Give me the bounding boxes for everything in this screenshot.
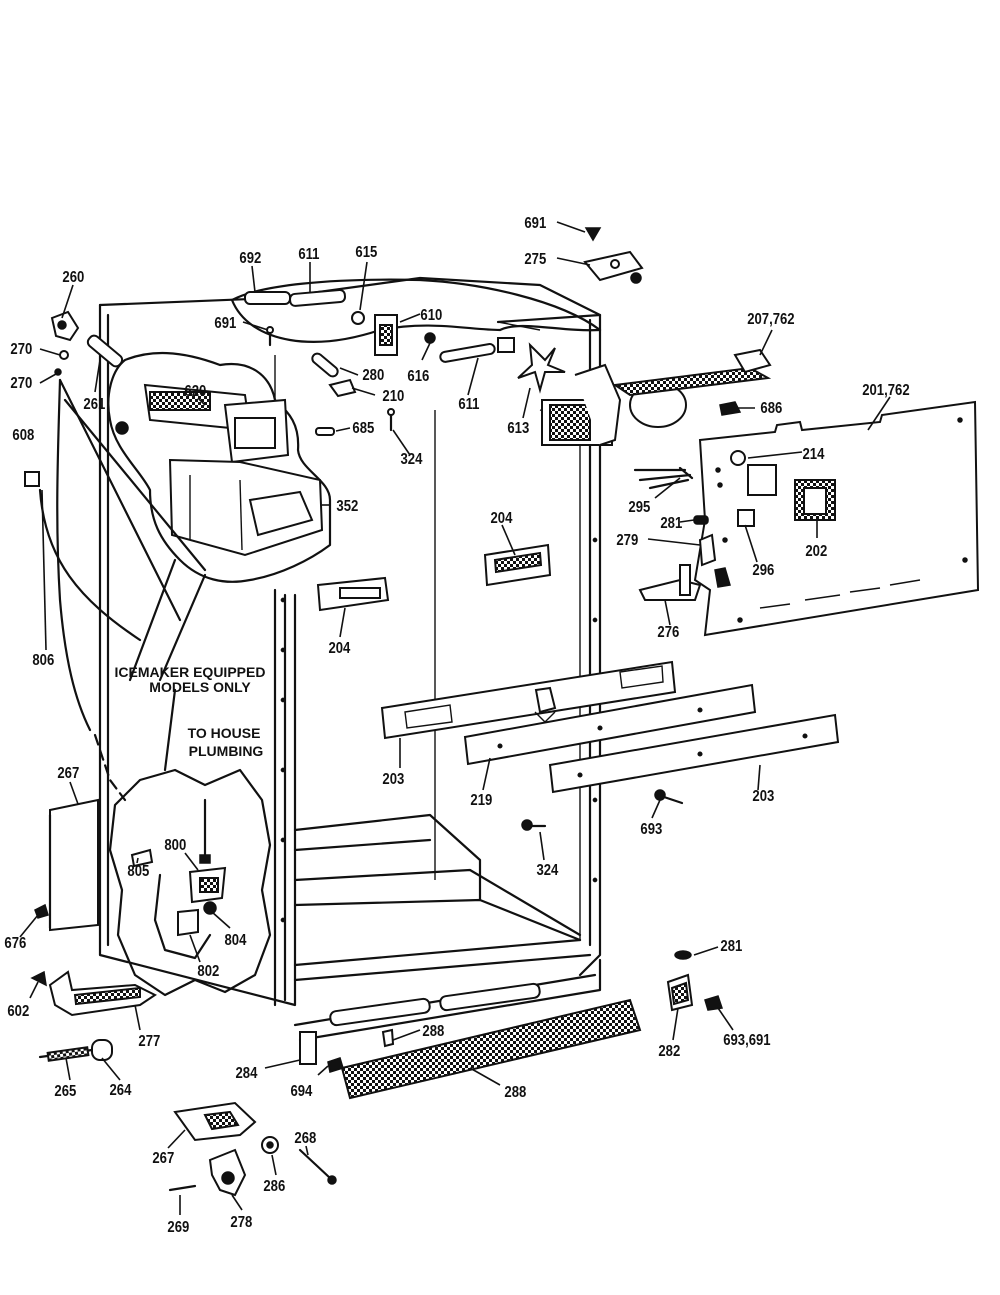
- control-panel: [693, 400, 980, 637]
- part-label: 267: [57, 765, 79, 782]
- fan-motor-assembly: [517, 342, 772, 446]
- part-label: 296: [752, 562, 774, 579]
- part-label: 610: [420, 307, 442, 324]
- part-label: 615: [355, 244, 377, 261]
- part-label: 269: [167, 1219, 189, 1236]
- part-label: 270: [10, 375, 32, 392]
- part-279: [698, 533, 717, 567]
- part-label: 261: [83, 396, 105, 413]
- part-label: 694: [290, 1083, 313, 1100]
- part-label: 201,762: [862, 382, 909, 399]
- part-label: 608: [12, 427, 34, 444]
- part-281-small: [693, 515, 709, 525]
- top-control-parts: [244, 288, 515, 436]
- part-label: 805: [127, 863, 149, 880]
- part-label: 288: [504, 1084, 526, 1101]
- crossbars: [380, 660, 840, 794]
- part-label: 676: [4, 935, 26, 952]
- part-label: 267: [152, 1150, 174, 1167]
- part-label: 802: [197, 963, 219, 980]
- part-label: 286: [263, 1178, 285, 1195]
- part-label: 602: [7, 1003, 29, 1020]
- kickplate: [299, 998, 642, 1100]
- part-label: 278: [230, 1214, 252, 1231]
- icemaker-assembly: [115, 383, 324, 557]
- part-label: 268: [294, 1130, 316, 1147]
- part-label: 279: [616, 532, 638, 549]
- icemaker-note: ICEMAKER EQUIPPED MODELS ONLY: [115, 664, 266, 695]
- part-label: 691: [214, 315, 236, 332]
- part-label: 613: [507, 420, 529, 437]
- part-label: 280: [362, 367, 384, 384]
- part-labels: 691 275 692 611 615 260 610 207,762 691 …: [4, 215, 909, 1236]
- part-label: 202: [805, 543, 827, 560]
- part-label: 692: [239, 250, 261, 267]
- part-label: 260: [62, 269, 84, 286]
- part-label: 288: [422, 1023, 444, 1040]
- icemaker-note-line2: MODELS ONLY: [149, 679, 251, 695]
- plumbing-note-line2: PLUMBING: [189, 743, 264, 759]
- part-label: 620: [184, 383, 206, 400]
- icemaker-callout-outline: [107, 352, 332, 583]
- part-label: 295: [628, 499, 650, 516]
- top-hinge: [583, 227, 644, 284]
- part-label: 693: [640, 821, 662, 838]
- part-label: 207,762: [747, 311, 794, 328]
- part-label: 284: [235, 1065, 258, 1082]
- part-label: 203: [382, 771, 404, 788]
- part-label: 204: [328, 640, 351, 657]
- part-label: 214: [802, 446, 825, 463]
- part-label: 686: [760, 400, 782, 417]
- part-label: 210: [382, 388, 404, 405]
- part-label: 324: [400, 451, 423, 468]
- upper-left-parts: [24, 310, 124, 487]
- part-label: 611: [458, 396, 479, 413]
- bottom-parts: [168, 1101, 337, 1197]
- part-label: 691: [524, 215, 546, 232]
- part-label: 275: [524, 251, 546, 268]
- part-label: 277: [138, 1033, 160, 1050]
- side-panel-267: [49, 798, 99, 932]
- part-label: 219: [470, 792, 492, 809]
- part-label: 265: [54, 1083, 76, 1100]
- plumbing-note: TO HOUSE PLUMBING: [188, 725, 264, 759]
- icemaker-note-line1: ICEMAKER EQUIPPED: [115, 664, 266, 680]
- part-label: 616: [407, 368, 429, 385]
- part-label: 270: [10, 341, 32, 358]
- leader-lines: [19, 221, 891, 1215]
- part-label: 203: [752, 788, 774, 805]
- leveling-leg: [38, 1039, 113, 1062]
- part-label: 282: [658, 1043, 680, 1060]
- part-label: 611: [298, 246, 319, 263]
- top-callout-outline: [230, 278, 602, 344]
- part-label: 281: [660, 515, 682, 532]
- part-label: 264: [109, 1082, 132, 1099]
- part-label: 324: [536, 862, 559, 879]
- plumbing-note-line1: TO HOUSE: [188, 725, 261, 741]
- bottom-hinge: [666, 950, 723, 1012]
- wire-bundle: [633, 466, 694, 490]
- part-label: 804: [224, 932, 247, 949]
- part-label: 693,691: [723, 1032, 770, 1049]
- part-label: 352: [336, 498, 358, 515]
- water-tube: [56, 378, 92, 732]
- part-label: 204: [490, 510, 513, 527]
- part-label: 281: [720, 938, 742, 955]
- cabinet-shell: [98, 276, 602, 1042]
- part-label: 800: [164, 837, 186, 854]
- plumbing-parts: [130, 798, 227, 960]
- plumbing-callout-outline: [108, 768, 272, 997]
- part-label: 276: [657, 624, 679, 641]
- part-label: 685: [352, 420, 374, 437]
- part-label: 806: [32, 652, 54, 669]
